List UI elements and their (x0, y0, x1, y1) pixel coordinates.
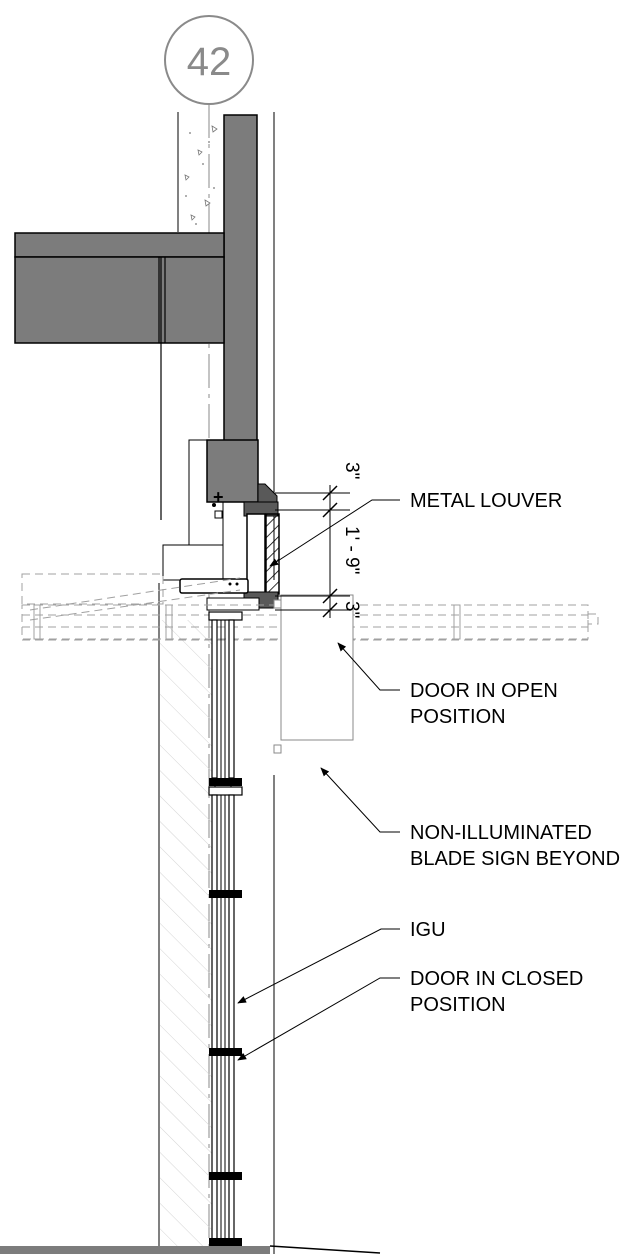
svg-text:+: + (213, 487, 224, 507)
label-blade-sign-line2: BLADE SIGN BEYOND (410, 848, 620, 870)
grid-bubble: 42 (164, 15, 254, 105)
door-open-outline (21, 573, 599, 641)
door-closed-panel (208, 611, 243, 1248)
label-door-closed-line2: POSITION (410, 994, 506, 1016)
dimension-middle: 1' - 9" (341, 526, 362, 574)
dimension-bottom: 3" (341, 601, 362, 618)
louver-housing: + (162, 439, 280, 611)
leader-igu (237, 928, 400, 1004)
label-igu: IGU (410, 919, 446, 941)
dimension-string (275, 485, 350, 618)
label-blade-sign-line1: NON-ILLUMINATED (410, 822, 592, 844)
label-door-open-line1: DOOR IN OPEN (410, 680, 558, 702)
concrete-wall (177, 112, 275, 440)
steel-beam (14, 232, 225, 344)
label-metal-louver: METAL LOUVER (410, 490, 562, 512)
label-door-open-line2: POSITION (410, 706, 506, 728)
leader-door-closed (237, 977, 400, 1061)
leader-blade-sign (320, 767, 400, 833)
steel-column (223, 114, 258, 444)
dimension-top: 3" (341, 462, 362, 479)
grid-bubble-number: 42 (187, 40, 232, 84)
ground-slab (0, 1245, 381, 1254)
label-door-closed-line1: DOOR IN CLOSED (410, 968, 583, 990)
glass-zone (160, 620, 215, 1254)
blade-sign (273, 594, 354, 754)
leader-metal-louver (269, 499, 400, 567)
leader-door-open (337, 642, 400, 691)
